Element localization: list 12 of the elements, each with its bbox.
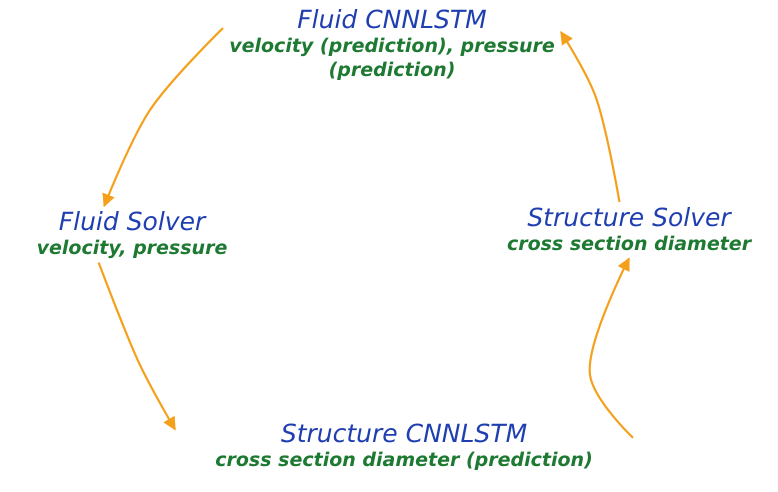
node-variables: velocity (prediction), pressure (prediction) <box>228 34 556 82</box>
curved-arrow <box>98 262 176 430</box>
node-title: Structure Solver <box>526 204 733 233</box>
curved-arrow <box>102 27 224 208</box>
curved-arrow <box>560 30 621 202</box>
node-title: Fluid CNNLSTM <box>296 6 488 35</box>
node-title: Fluid Solver <box>58 208 208 237</box>
curved-arrow <box>588 257 634 439</box>
node-variables: cross section diameter <box>506 232 753 256</box>
node-title: Structure CNNLSTM <box>280 420 528 449</box>
node-variables: velocity, pressure <box>36 236 228 260</box>
node-variables: cross section diameter (prediction) <box>214 448 594 472</box>
